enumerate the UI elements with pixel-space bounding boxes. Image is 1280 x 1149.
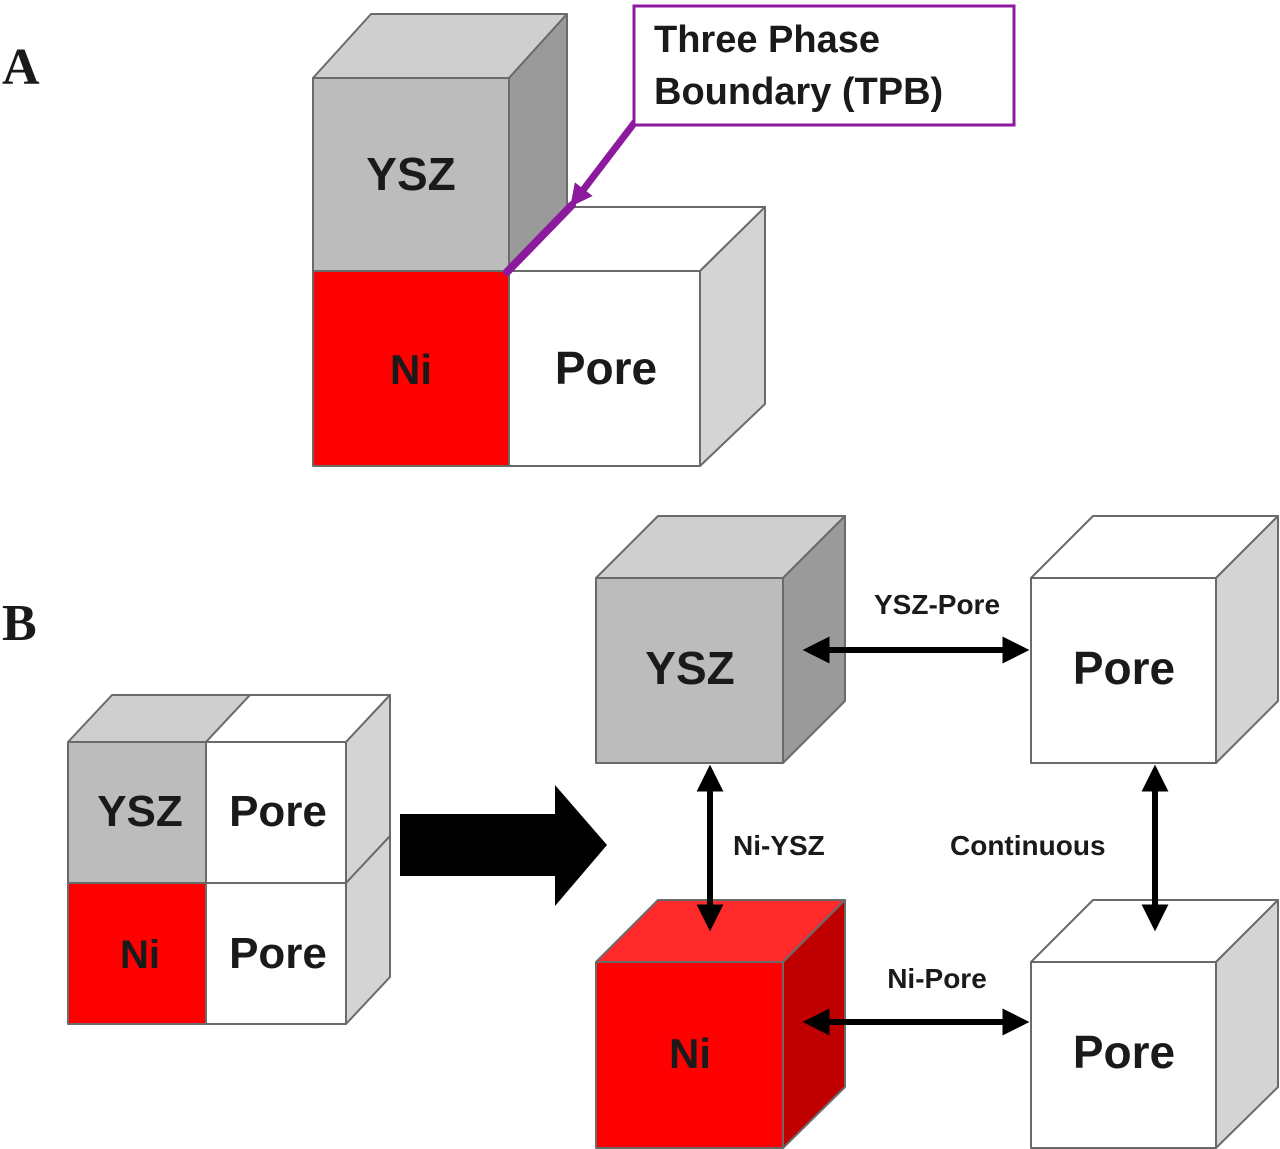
panel-a-pore-label: Pore <box>555 342 657 394</box>
tpb-callout-box: Three Phase Boundary (TPB) <box>632 4 1016 127</box>
panel-a-pore-cube: Pore <box>508 206 766 467</box>
node-ysz-label: YSZ <box>645 642 734 694</box>
panel-a-ni-front-face <box>312 270 510 467</box>
node-pore-top-front-face <box>1030 577 1217 764</box>
tpb-callout-line2: Boundary (TPB) <box>654 71 943 113</box>
edge-ysz-pore-label: YSZ-Pore <box>874 589 1000 620</box>
node-pore-top-cube: Pore <box>1030 515 1279 764</box>
node-ni-label: Ni <box>669 1030 711 1077</box>
composite-pore-top-label: Pore <box>229 787 327 836</box>
composite-block: YSZ Pore Ni Pore <box>67 694 391 1025</box>
node-pore-bottom-cube: Pore <box>1030 899 1279 1149</box>
composite-ysz-label: YSZ <box>97 787 183 836</box>
panel-a-label: A <box>2 39 40 96</box>
edge-ni-pore-label: Ni-Pore <box>887 963 987 994</box>
panel-a-ni-label: Ni <box>390 346 432 393</box>
composite-pore-bottom-face <box>205 882 347 1025</box>
node-ni-front-face <box>595 961 784 1149</box>
panel-b-label: B <box>2 595 37 652</box>
node-pore-bottom-label: Pore <box>1073 1026 1175 1078</box>
transform-arrow <box>400 785 607 906</box>
edge-continuous-label: Continuous <box>950 830 1106 861</box>
tpb-callout-arrow <box>570 119 638 207</box>
tpb-callout-line1: Three Phase <box>654 19 880 61</box>
panel-a-ni-cube: Ni <box>312 270 510 467</box>
composite-ni-label: Ni <box>120 933 160 977</box>
node-pore-bottom-front-face <box>1030 961 1217 1149</box>
tpb-line <box>503 201 576 276</box>
node-ysz-front-face <box>595 577 784 764</box>
node-ni-cube: Ni <box>595 899 846 1149</box>
edge-ni-ysz-label: Ni-YSZ <box>733 830 825 861</box>
composite-pore-bottom-label: Pore <box>229 929 327 978</box>
panel-a-ysz-cube: YSZ <box>312 13 568 272</box>
panel-a-ysz-label: YSZ <box>366 148 455 200</box>
composite-pore-top-face-front <box>205 741 347 884</box>
node-pore-top-label: Pore <box>1073 642 1175 694</box>
node-ysz-cube: YSZ <box>595 515 846 764</box>
